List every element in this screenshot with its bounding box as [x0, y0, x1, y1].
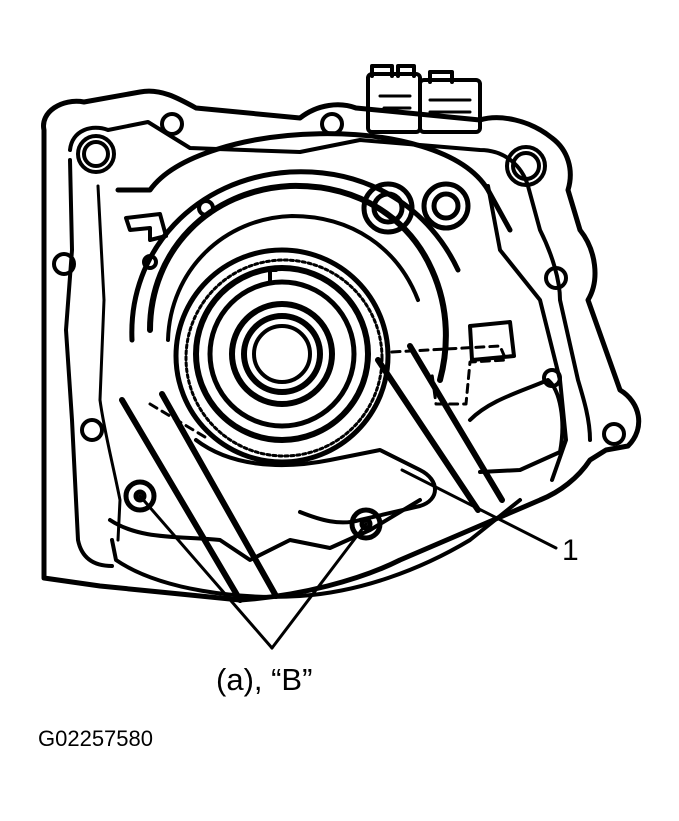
bolt-hole — [160, 112, 184, 136]
connector-pins — [370, 64, 454, 84]
fastener-bolts — [123, 479, 383, 541]
callout-part-1: 1 — [562, 534, 579, 567]
flange-bolt-holes — [52, 112, 626, 446]
connector-body — [418, 78, 482, 134]
pump-housing-outer — [147, 182, 449, 383]
pump-bore-core — [252, 324, 312, 384]
leader-lines — [138, 468, 558, 650]
pump-cover-outer — [173, 247, 391, 465]
pump-lower-body — [194, 438, 437, 525]
pump-inner-ring-2 — [207, 279, 357, 429]
bolt-center-right — [359, 517, 373, 531]
right-inner-wall — [486, 184, 568, 482]
seal-ring — [421, 181, 471, 231]
connector-body — [366, 72, 422, 134]
retaining-clip — [124, 212, 168, 242]
bolt-hole — [80, 418, 104, 442]
left-inner-wall — [64, 158, 114, 568]
bolt-head-left — [123, 479, 157, 513]
pump-housing-ring — [166, 214, 420, 342]
bolt-hole — [320, 112, 344, 136]
housing-lower-edge — [108, 498, 422, 562]
connector-ridges — [378, 94, 472, 114]
leader-fastener-right — [270, 522, 368, 650]
bolt-hole — [82, 140, 110, 168]
bolt-hole — [511, 151, 541, 181]
leader-fastener-left — [138, 494, 274, 650]
flange-inner-edge — [68, 120, 592, 442]
pump-gear-ring — [184, 258, 384, 458]
seal-ring — [431, 191, 461, 221]
electrical-connector — [366, 64, 482, 134]
leader-part-1 — [400, 468, 558, 550]
plug — [542, 368, 562, 388]
left-inner-wall-2 — [96, 184, 122, 542]
housing-lower-edge-2 — [110, 498, 522, 599]
brake-band-loop — [115, 131, 513, 233]
bolt-hole — [52, 252, 76, 276]
hidden-line — [390, 344, 508, 406]
alignment-mark — [262, 268, 278, 284]
bolt-hole — [76, 134, 116, 174]
figure-id: G02257580 — [38, 726, 153, 751]
pump-housing-outer-2 — [129, 169, 461, 343]
bolt-hole — [505, 145, 547, 187]
callout-fasteners: (a), “B” — [216, 662, 313, 697]
right-panel — [468, 378, 565, 474]
brake-band-left — [119, 391, 279, 603]
pump-inner-ring — [193, 265, 371, 443]
bolt-hole — [602, 422, 626, 446]
bolt-center-left — [133, 489, 147, 503]
bolt-head-right — [349, 507, 383, 541]
pump-bore-inner — [241, 313, 323, 395]
pump-bore-outer — [229, 301, 335, 407]
right-bracket — [468, 320, 516, 362]
housing-flange-outline — [41, 88, 642, 603]
bolt-hole — [544, 266, 568, 290]
brake-band-right — [375, 343, 505, 513]
